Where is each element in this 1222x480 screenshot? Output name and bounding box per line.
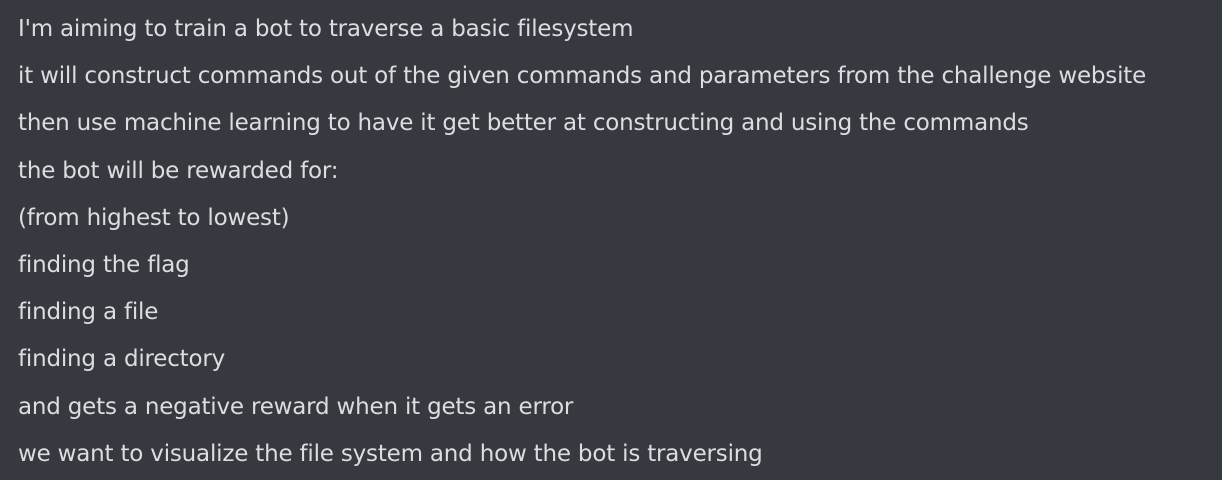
message-line: and gets a negative reward when it gets … (18, 393, 574, 420)
message-line: finding a directory (18, 346, 226, 373)
message-line: finding a file (18, 299, 159, 326)
message-line: then use machine learning to have it get… (18, 110, 1029, 137)
message-line: it will construct commands out of the gi… (18, 63, 1147, 90)
message-line: finding the flag (18, 251, 190, 278)
message-line: I'm aiming to train a bot to traverse a … (18, 16, 634, 42)
message-line: we want to visualize the file system and… (18, 440, 763, 467)
message-line: the bot will be rewarded for: (18, 157, 339, 184)
message-line: (from highest to lowest) (18, 204, 290, 231)
